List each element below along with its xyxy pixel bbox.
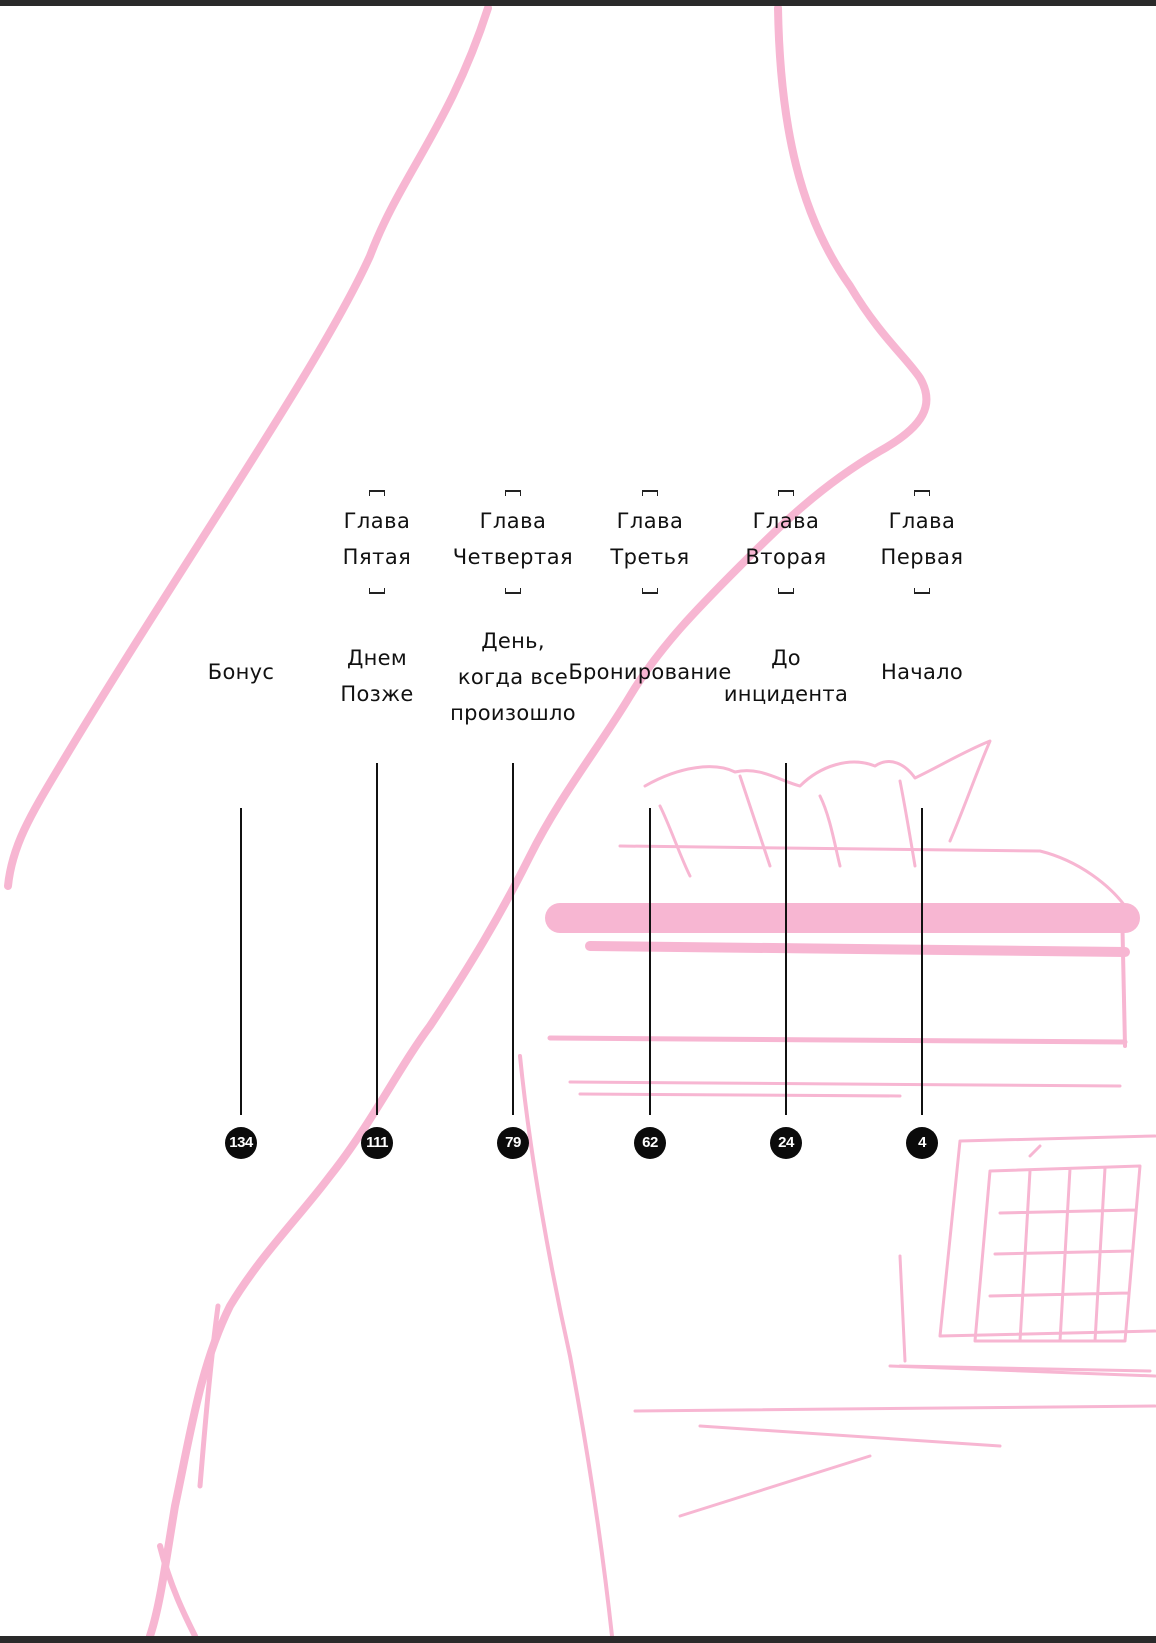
page-number-badge: 79 <box>497 1127 529 1159</box>
chapter-label: Глава <box>888 509 956 533</box>
sketch-table-edge <box>518 1054 614 1636</box>
sketch-desk-lines <box>633 1144 1156 1518</box>
chapter-title: Начало <box>880 660 963 684</box>
page-number-badge: 4 <box>906 1127 938 1159</box>
chapter-number: Третья <box>610 545 690 569</box>
sketch-box-band-2 <box>585 941 1130 957</box>
bracket-top-decoration <box>778 490 794 496</box>
sketch-box-side <box>1120 904 1127 1048</box>
bracket-top-decoration <box>642 490 658 496</box>
chapter-number: Пятая <box>342 545 412 569</box>
chapter-label: Глава <box>616 509 684 533</box>
sketch-box-top <box>618 844 1127 908</box>
sketch-box-edge <box>568 1080 1122 1098</box>
sketch-box-bottom <box>547 1035 1128 1045</box>
chapter-title: До инцидента <box>723 646 849 706</box>
sketch-outline-left <box>4 6 492 890</box>
contents-page: Бонус 134 Глава Пятая Днем Позже 111 Гла… <box>0 6 1156 1636</box>
sketch-outline-right <box>146 6 931 1636</box>
chapter-number: Четвертая <box>452 545 574 569</box>
bracket-bottom-decoration <box>505 588 521 594</box>
bracket-bottom-decoration <box>369 588 385 594</box>
bracket-top-decoration <box>369 490 385 496</box>
leader-line <box>376 763 378 1115</box>
chapter-number: Вторая <box>745 545 827 569</box>
toc-entry-chapter-5[interactable]: Глава Пятая Днем Позже 111 <box>307 6 447 1636</box>
toc-entry-bonus[interactable]: Бонус 134 <box>171 6 311 1636</box>
bracket-bottom-decoration <box>914 588 930 594</box>
toc-entry-chapter-2[interactable]: Глава Вторая До инцидента 24 <box>716 6 856 1636</box>
toc-entry-chapter-1[interactable]: Глава Первая Начало 4 <box>852 6 992 1636</box>
toc-entry-chapter-4[interactable]: Глава Четвертая День, когда все произошл… <box>443 6 583 1636</box>
page-number-badge: 62 <box>634 1127 666 1159</box>
chapter-number: Первая <box>880 545 964 569</box>
chapter-title: Днем Позже <box>340 646 414 706</box>
chapter-title: Бонус <box>207 660 275 684</box>
page-number-badge: 134 <box>225 1127 257 1159</box>
leader-line <box>649 808 651 1115</box>
toc-entry-chapter-3[interactable]: Глава Третья Бронирование 62 <box>568 6 731 1636</box>
bracket-bottom-decoration <box>642 588 658 594</box>
leader-line <box>785 763 787 1115</box>
chapter-label: Глава <box>343 509 411 533</box>
bracket-top-decoration <box>505 490 521 496</box>
bracket-top-decoration <box>914 490 930 496</box>
sketch-shoulder <box>197 1303 221 1489</box>
sketch-desk-base <box>888 1254 1156 1378</box>
sketch-tissue-puff <box>658 774 917 878</box>
page-number-badge: 111 <box>361 1127 393 1159</box>
bracket-bottom-decoration <box>778 588 794 594</box>
chapter-label: Глава <box>479 509 547 533</box>
background-sketch-illustration <box>4 6 1156 1636</box>
sketch-outline-lower <box>157 1543 198 1636</box>
chapter-title: День, когда все произошло <box>450 629 576 725</box>
sketch-tissue-box <box>643 739 992 843</box>
chapter-title: Бронирование <box>568 660 732 684</box>
sketch-keypad <box>973 1164 1142 1343</box>
leader-line <box>921 808 923 1115</box>
chapter-label: Глава <box>752 509 820 533</box>
page-number-badge: 24 <box>770 1127 802 1159</box>
leader-line <box>240 808 242 1115</box>
leader-line <box>512 763 514 1115</box>
